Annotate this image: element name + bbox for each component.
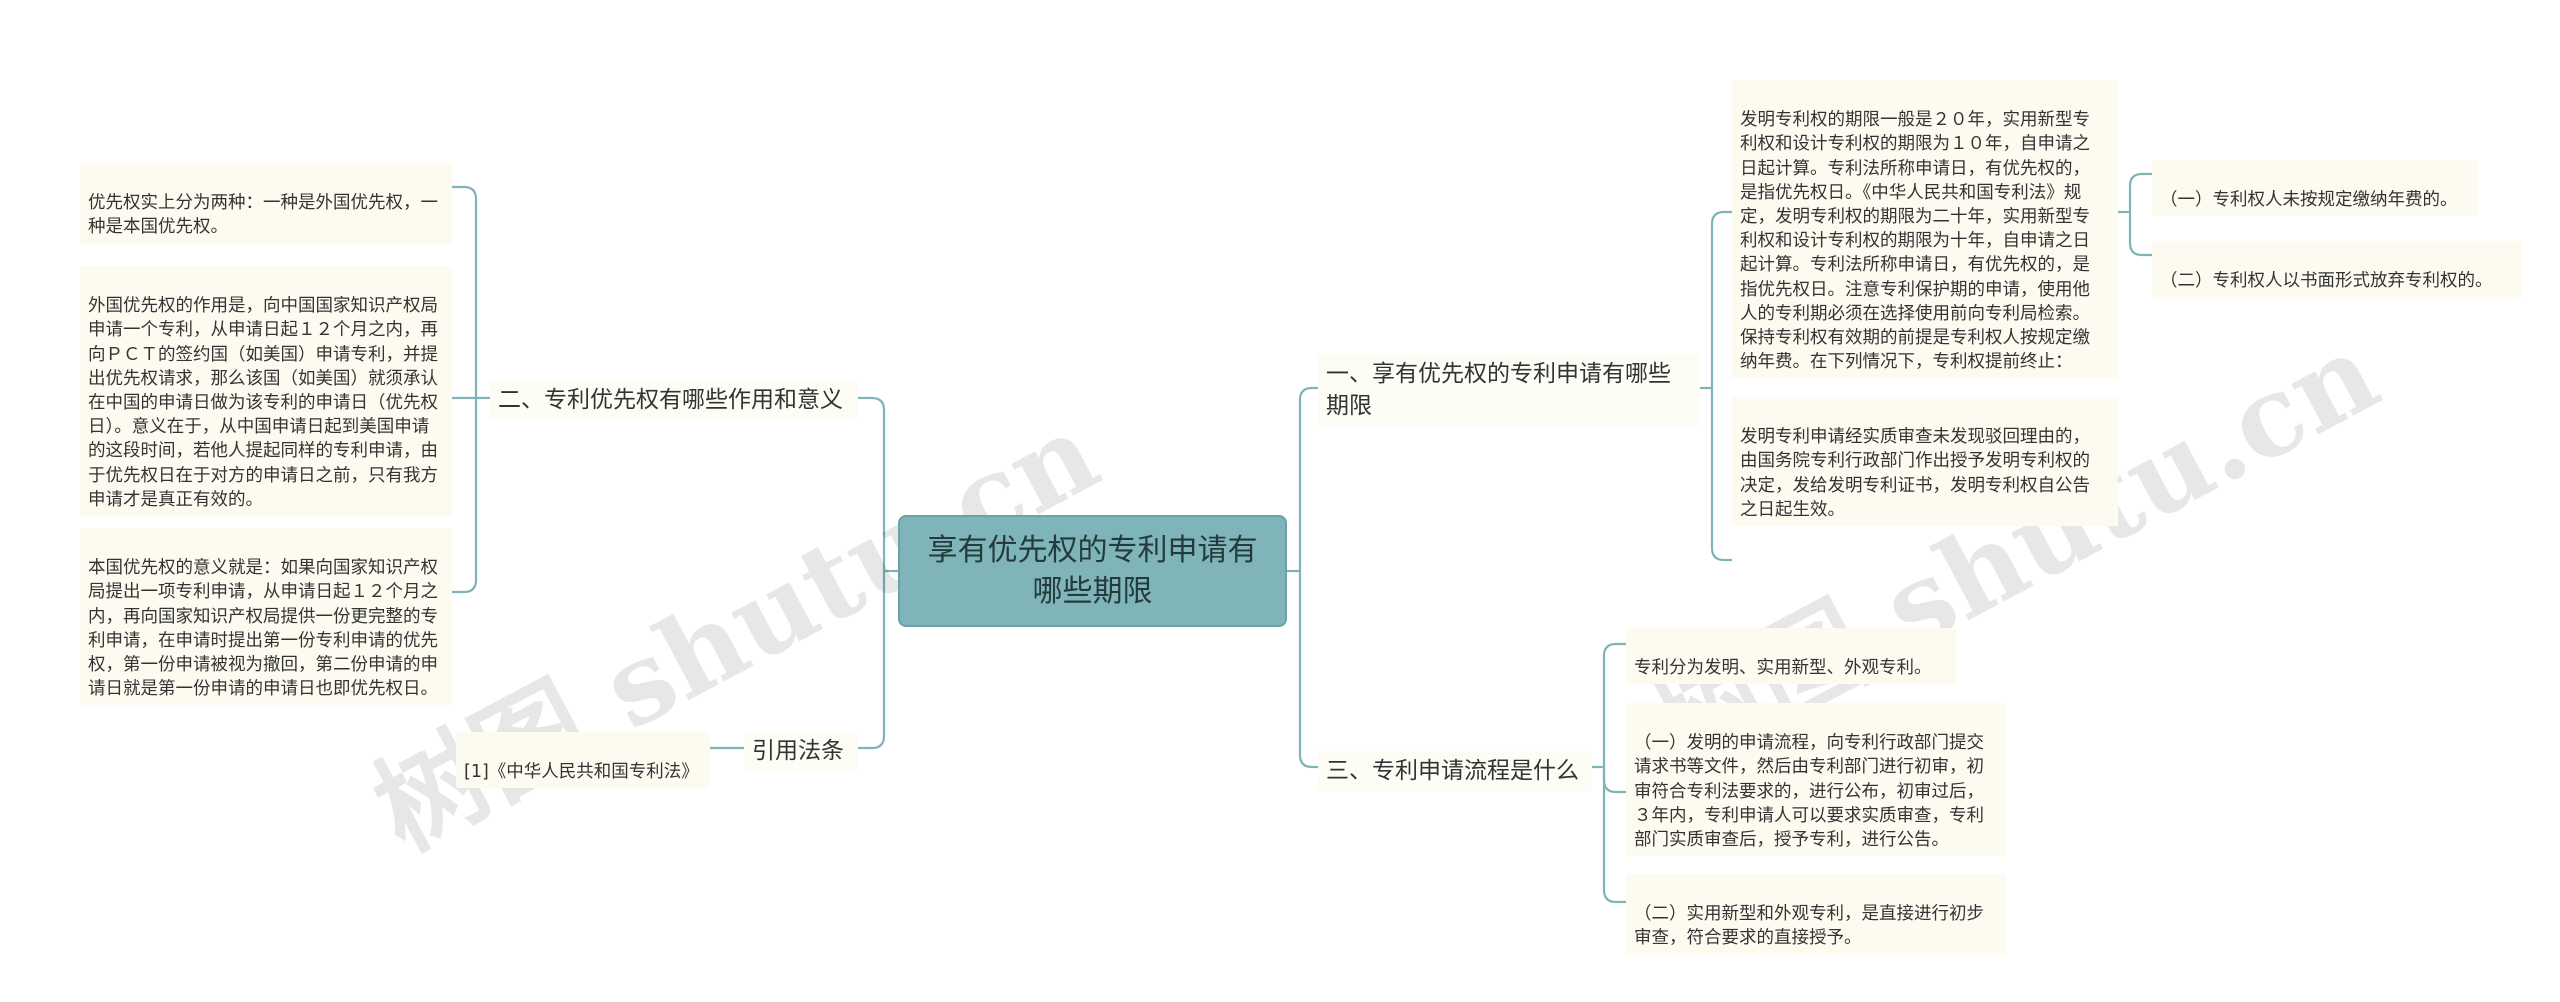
leaf-text: 发明专利申请经实质审查未发现驳回理由的， 由国务院专利行政部门作出授予发明专利权… [1740, 427, 2090, 520]
branch-expiry-periods[interactable]: 一、享有优先权的专利申请有哪些期限 [1318, 354, 1700, 426]
leaf-text: [1]《中华人民共和国专利法》 [464, 762, 699, 783]
leaf-termination-fee[interactable]: （一）专利权人未按规定缴纳年费的。 [2152, 160, 2478, 217]
leaf-text: 优先权实上分为两种：一种是外国优先权，一 种是本国优先权。 [88, 193, 438, 238]
leaf-foreign-priority[interactable]: 外国优先权的作用是，向中国国家知识产权局 申请一个专利，从申请日起１２个月之内，… [80, 266, 452, 517]
leaf-invention-process[interactable]: （一）发明的申请流程，向专利行政部门提交 请求书等文件，然后由专利部门进行初审，… [1626, 703, 2006, 857]
branch-cited-law[interactable]: 引用法条 [744, 731, 858, 771]
root-topic-title: 享有优先权的专利申请有哪些期限 [927, 533, 1258, 609]
root-topic[interactable]: 享有优先权的专利申请有哪些期限 [898, 515, 1287, 627]
leaf-text: 本国优先权的意义就是：如果向国家知识产权 局提出一项专利申请，从申请日起１２个月… [88, 558, 438, 700]
leaf-text: 发明专利权的期限一般是２０年，实用新型专 利权和设计专利权的期限为１０年，自申请… [1740, 110, 2090, 373]
leaf-domestic-priority[interactable]: 本国优先权的意义就是：如果向国家知识产权 局提出一项专利申请，从申请日起１２个月… [80, 528, 452, 706]
branch-label: 二、专利优先权有哪些作用和意义 [498, 387, 843, 413]
leaf-text: 专利分为发明、实用新型、外观专利。 [1634, 658, 1932, 679]
leaf-text: （一）发明的申请流程，向专利行政部门提交 请求书等文件，然后由专利部门进行初审，… [1634, 733, 1984, 851]
leaf-text: （二）实用新型和外观专利，是直接进行初步 审查，符合要求的直接授予。 [1634, 904, 1984, 949]
leaf-termination-waiver[interactable]: （二）专利权人以书面形式放弃专利权的。 [2152, 241, 2522, 298]
branch-application-process[interactable]: 三、专利申请流程是什么 [1318, 751, 1592, 791]
leaf-utility-design-process[interactable]: （二）实用新型和外观专利，是直接进行初步 审查，符合要求的直接授予。 [1626, 874, 2006, 955]
leaf-text: 外国优先权的作用是，向中国国家知识产权局 申请一个专利，从申请日起１２个月之内，… [88, 296, 438, 510]
leaf-patent-types[interactable]: 专利分为发明、实用新型、外观专利。 [1626, 628, 1956, 685]
leaf-text: （二）专利权人以书面形式放弃专利权的。 [2160, 271, 2493, 292]
branch-priority-purpose[interactable]: 二、专利优先权有哪些作用和意义 [490, 380, 858, 420]
leaf-invention-grant[interactable]: 发明专利申请经实质审查未发现驳回理由的， 由国务院专利行政部门作出授予发明专利权… [1732, 397, 2118, 527]
branch-label: 一、享有优先权的专利申请有哪些期限 [1326, 361, 1671, 419]
leaf-priority-types[interactable]: 优先权实上分为两种：一种是外国优先权，一 种是本国优先权。 [80, 163, 452, 244]
leaf-cited-patent-law[interactable]: [1]《中华人民共和国专利法》 [456, 732, 710, 789]
leaf-patent-term[interactable]: 发明专利权的期限一般是２０年，实用新型专 利权和设计专利权的期限为１０年，自申请… [1732, 80, 2118, 379]
branch-label: 引用法条 [752, 738, 844, 764]
leaf-text: （一）专利权人未按规定缴纳年费的。 [2160, 190, 2458, 211]
branch-label: 三、专利申请流程是什么 [1326, 758, 1579, 784]
